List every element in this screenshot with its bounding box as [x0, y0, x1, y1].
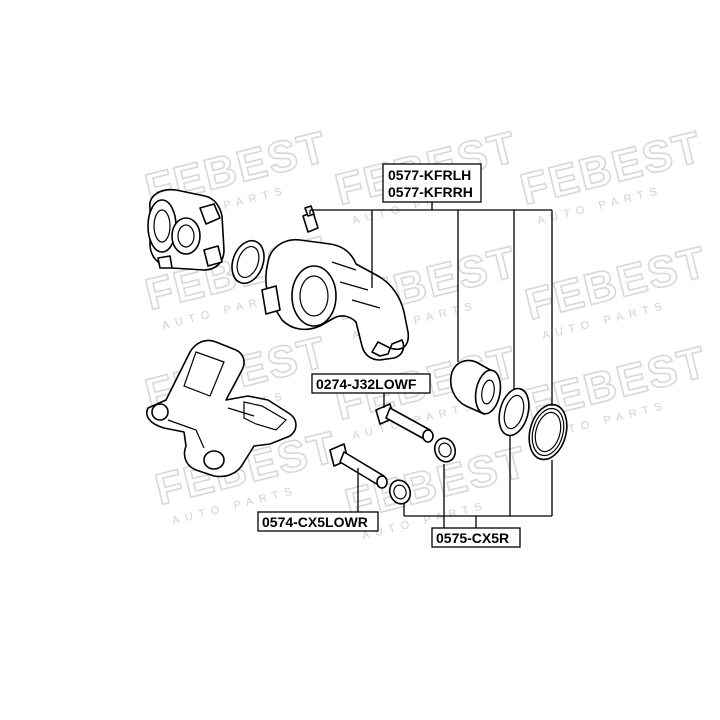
caliper-actuator	[147, 188, 225, 271]
piston-dust-boot	[528, 403, 568, 461]
piston-seal-ring	[498, 387, 530, 437]
guide-pin-boot-upper	[433, 437, 457, 463]
guide-pin-lower	[329, 443, 388, 489]
guide-pin-upper	[375, 403, 434, 443]
label-repair-kit-text: 0575-CX5R	[436, 530, 509, 546]
label-caliper-lh: 0577-KFRLH	[388, 167, 471, 183]
label-caliper: 0577-KFRLH 0577-KFRRH	[382, 163, 482, 203]
bleeder-screw	[302, 205, 319, 233]
caliper-piston	[450, 359, 502, 415]
label-guide-pin-upper: 0274-J32LOWF	[311, 373, 431, 394]
guide-pin-boot-lower	[388, 479, 412, 505]
label-repair-kit: 0575-CX5R	[431, 527, 521, 548]
actuator-o-ring	[231, 239, 265, 285]
label-guide-pin-lower-text: 0574-CX5LOWR	[262, 514, 368, 530]
label-guide-pin-lower: 0574-CX5LOWR	[257, 511, 379, 532]
leader-lines-repair-kit	[403, 436, 553, 528]
label-caliper-rh: 0577-KFRRH	[388, 184, 473, 200]
leader-lines-caliper	[309, 202, 553, 406]
caliper-bracket	[146, 339, 297, 478]
label-guide-pin-upper-text: 0274-J32LOWF	[316, 376, 417, 392]
caliper-housing	[261, 238, 410, 361]
